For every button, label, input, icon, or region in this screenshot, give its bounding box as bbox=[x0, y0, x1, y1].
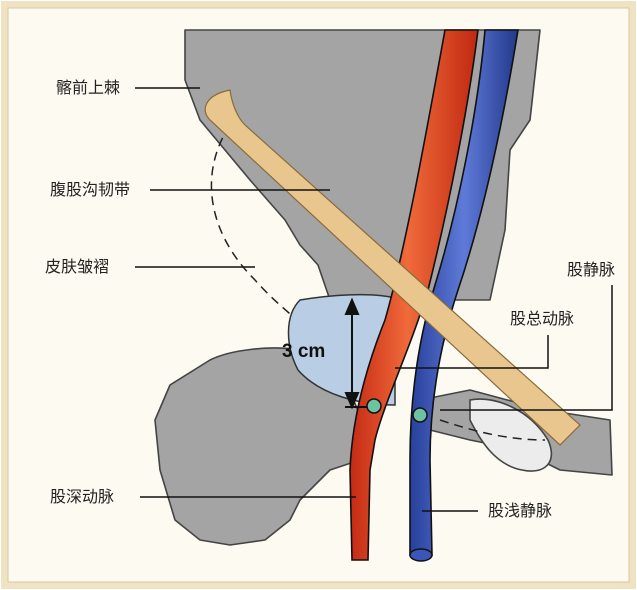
leader-common-femoral-artery bbox=[395, 335, 549, 369]
inguinal-ligament bbox=[204, 89, 581, 446]
vein-cut-end bbox=[409, 548, 433, 562]
leader-lines bbox=[135, 87, 613, 512]
label-measurement: 3 cm bbox=[282, 341, 326, 362]
artery-puncture-point bbox=[366, 398, 382, 414]
leader-femoral-vein bbox=[440, 285, 613, 411]
skin-crease-line-lower bbox=[439, 419, 546, 441]
label-inguinal-ligament: 腹股沟韧带 bbox=[50, 180, 131, 199]
label-common-femoral-artery: 股总动脉 bbox=[510, 309, 575, 328]
ischial-lobe bbox=[469, 398, 553, 472]
label-deep-femoral-artery: 股深动脉 bbox=[50, 487, 115, 506]
label-femoral-vein: 股静脉 bbox=[567, 260, 616, 279]
vein-puncture-point bbox=[412, 407, 428, 423]
label-asis: 髂前上棘 bbox=[56, 78, 121, 97]
measurement-arrow bbox=[344, 297, 375, 410]
label-great-saphenous-vein: 股浅静脉 bbox=[488, 501, 553, 520]
skin-crease-line bbox=[210, 124, 381, 381]
label-skin-crease: 皮肤皱褶 bbox=[45, 257, 110, 276]
